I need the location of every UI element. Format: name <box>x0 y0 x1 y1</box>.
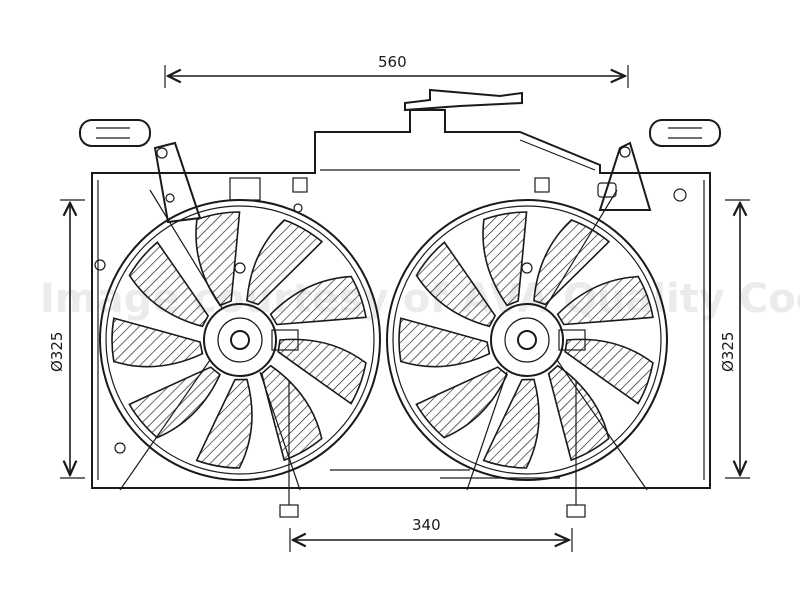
support-strut <box>149 189 223 309</box>
fan-blade <box>195 211 241 307</box>
motor-shaft <box>230 330 250 350</box>
motor-terminal <box>558 329 586 351</box>
fan-blade <box>415 241 497 328</box>
wire-plug <box>566 504 586 518</box>
left-diameter-label: Ø325 <box>48 332 66 372</box>
fan-blade <box>128 366 221 439</box>
motor-hub-inner <box>504 317 550 363</box>
fan-blade <box>195 378 253 469</box>
fan-blade <box>482 211 528 307</box>
fan-blade <box>547 364 610 462</box>
right-diameter-dimension: Ø325 <box>719 199 750 479</box>
support-strut <box>466 371 508 491</box>
fan-blade <box>533 219 611 306</box>
right-diameter-label: Ø325 <box>719 332 737 372</box>
support-strut <box>259 371 301 491</box>
right-connector <box>649 119 721 147</box>
fan-ring-inner <box>392 205 662 475</box>
fan-blade <box>260 364 323 462</box>
hub-spacing-dimension: 340 <box>289 516 573 552</box>
right-fan <box>386 189 668 518</box>
motor-hub <box>490 303 564 377</box>
fan-blade <box>415 366 508 439</box>
fan-blade <box>246 219 324 306</box>
motor-terminal <box>271 329 299 351</box>
motor-shaft <box>517 330 537 350</box>
wire-plug <box>279 504 299 518</box>
fan-blade <box>111 317 204 368</box>
width-dimension: 560 <box>164 53 629 88</box>
fan-blade <box>269 275 367 326</box>
mount-hole <box>521 262 533 274</box>
fan-blade <box>556 275 654 326</box>
left-connector <box>79 119 151 147</box>
fan-blade <box>482 378 540 469</box>
motor-hub-inner <box>217 317 263 363</box>
hub-spacing-label: 340 <box>412 516 441 534</box>
fan-ring <box>386 199 668 481</box>
motor-hub <box>203 303 277 377</box>
width-label: 560 <box>378 53 407 71</box>
shroud-frame <box>91 88 711 489</box>
fan-blade <box>277 338 367 405</box>
fan-blade <box>128 241 210 328</box>
mount-hole <box>234 262 246 274</box>
left-fan <box>99 189 381 518</box>
fan-ring-inner <box>105 205 375 475</box>
support-strut <box>556 359 648 491</box>
support-strut <box>119 359 211 491</box>
right-bracket <box>597 141 652 211</box>
fan-blade <box>564 338 654 405</box>
support-strut <box>544 189 618 309</box>
fan-blade <box>398 317 491 368</box>
fan-ring <box>99 199 381 481</box>
left-diameter-dimension: Ø325 <box>48 199 85 479</box>
